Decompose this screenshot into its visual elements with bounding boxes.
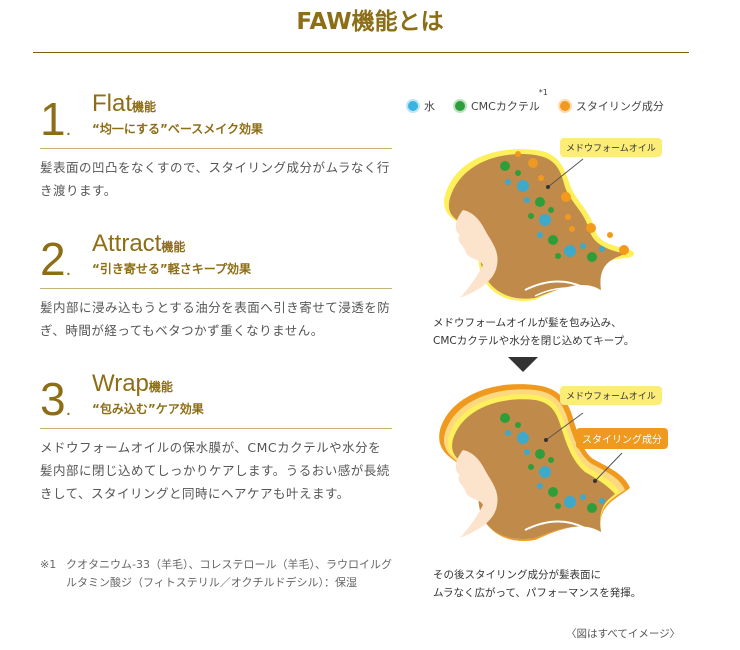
tag-meadowfoam-oil: メドウフォームオイル: [560, 386, 662, 405]
legend-item-cmc: CMCカクテル *1: [455, 88, 548, 114]
feature-divider: [40, 428, 392, 429]
down-arrow-icon: [508, 357, 538, 372]
caption-before: メドウフォームオイルが髪を包み込み、 CMCカクテルや水分を閉じ込めてキープ。: [433, 317, 635, 347]
water-particles: [505, 179, 605, 257]
feature-divider: [40, 148, 392, 149]
hair-illustration-after: [439, 384, 630, 541]
footnote: ※1 クオタニウム-33（羊毛）、コレステロール（羊毛）、ラウロイルグルタミン酸…: [40, 556, 392, 592]
legend: 水 CMCカクテル *1 スタイリング成分: [408, 88, 684, 114]
hair-illustration-before: [444, 149, 635, 301]
cmc-particles: [500, 413, 597, 513]
title-divider: [33, 52, 689, 53]
feature-number: 2.: [40, 233, 72, 285]
feature-name: Flat機能: [92, 90, 157, 117]
cmc-particles: [500, 161, 597, 262]
styling-particles: [515, 151, 629, 255]
feature-divider: [40, 288, 392, 289]
feature-description: メドウフォームオイルの保水膜が、CMCカクテルや水分を髪内部に閉じ込めてしっかり…: [40, 440, 390, 501]
image-disclaimer: 〈図はすべてイメージ〉: [566, 628, 681, 640]
page-title: FAW機能とは: [296, 9, 444, 35]
feature-subtitle: “引き寄せる”軽さキープ効果: [92, 262, 252, 276]
cmc-dot-icon: [455, 101, 465, 111]
footnote-text: クオタニウム-33（羊毛）、コレステロール（羊毛）、ラウロイルグルタミン酸ジ（フ…: [66, 558, 392, 589]
feature-subtitle: “均一にする”ベースメイク効果: [92, 122, 264, 136]
feature-number: 1.: [40, 93, 72, 145]
legend-item-styling: スタイリング成分: [559, 98, 664, 114]
caption-after: その後スタイリング成分が髪表面に ムラなく広がって、パフォーマンスを発揮。: [433, 569, 642, 599]
feature-description: 髪内部に浸み込もうとする油分を表面へ引き寄せて浸透を防ぎ、時間が経ってもベタつか…: [40, 300, 391, 338]
feature-name: Attract機能: [92, 230, 186, 257]
feature-subtitle: “包み込む”ケア効果: [92, 402, 204, 416]
tag-meadowfoam-oil: メドウフォームオイル: [560, 138, 662, 157]
feature-name: Wrap機能: [92, 370, 173, 397]
feature-number: 3.: [40, 373, 72, 425]
water-dot-icon: [408, 101, 418, 111]
tag-styling-ingredient: スタイリング成分: [576, 428, 668, 449]
styling-dot-icon: [559, 101, 570, 111]
legend-item-water: 水: [408, 98, 435, 114]
feature-description: 髪表面の凹凸をなくすので、スタイリング成分がムラなく行き渡ります。: [40, 160, 390, 198]
water-particles: [505, 430, 605, 508]
footnote-mark: ※1: [40, 558, 57, 571]
